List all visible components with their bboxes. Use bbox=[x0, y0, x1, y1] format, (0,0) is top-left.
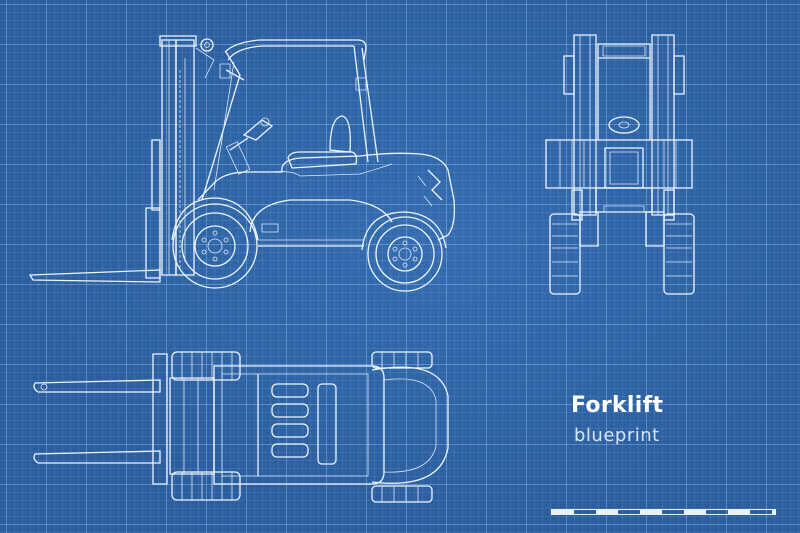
top-view bbox=[34, 352, 448, 502]
blueprint-subtitle: blueprint bbox=[574, 425, 660, 446]
scale-bar bbox=[551, 509, 776, 515]
front-view bbox=[546, 35, 694, 294]
side-view bbox=[30, 36, 454, 291]
blueprint-title: Forklift bbox=[571, 393, 664, 418]
